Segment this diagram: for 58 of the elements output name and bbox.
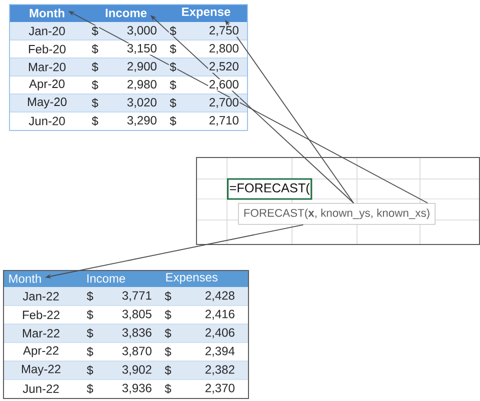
- table-cell: 2,394: [204, 346, 236, 358]
- table-cell: 2,900: [126, 61, 158, 73]
- table-cell: $: [164, 383, 172, 394]
- table-cell: 2,416: [204, 309, 236, 320]
- table-cell: $: [86, 383, 94, 394]
- table-cell: 2,700: [208, 97, 240, 109]
- table-cell: $: [86, 346, 94, 358]
- table-cell: 3,020: [126, 97, 158, 109]
- column-header: Income: [106, 8, 147, 18]
- table-cell: 2,980: [126, 79, 158, 91]
- table-cell: Jun-20: [28, 116, 66, 126]
- table-cell: Feb-20: [27, 44, 67, 54]
- table-cell: May-20: [26, 96, 68, 110]
- table-cell: Mar-20: [27, 62, 67, 72]
- spreadsheet-panel: [196, 157, 480, 245]
- table-cell: $: [164, 309, 172, 320]
- table-cell: 2,710: [208, 115, 240, 127]
- column-header: Income: [87, 274, 126, 283]
- table-cell: $: [90, 115, 100, 127]
- table-cell: Apr-22: [22, 346, 60, 358]
- column-header: Month: [30, 8, 64, 18]
- data-table: [9, 4, 248, 131]
- column-header: Expenses: [166, 273, 218, 284]
- table-cell: Jun-22: [22, 384, 60, 394]
- table-cell: $: [90, 79, 100, 91]
- table-cell: 3,290: [126, 115, 158, 127]
- table-cell: Apr-20: [28, 78, 66, 92]
- table-cell: 3,870: [121, 346, 153, 358]
- table-cell: Jan-22: [22, 291, 60, 302]
- tooltip: FORECAST(x, known_ys, known_xs): [238, 203, 436, 225]
- formula-cell: =FORECAST(: [227, 178, 312, 200]
- table-cell: 2,520: [208, 61, 240, 73]
- table-cell: $: [168, 115, 178, 127]
- table-cell: 2,406: [204, 328, 236, 339]
- table-cell: 3,150: [126, 43, 158, 55]
- table-cell: $: [168, 43, 178, 55]
- table-cell: 3,771: [121, 290, 153, 302]
- table-cell: 2,428: [204, 290, 236, 302]
- table-cell: 3,902: [121, 364, 153, 376]
- table-cell: May-22: [20, 364, 62, 376]
- table-cell: Mar-22: [21, 328, 61, 338]
- table-cell: $: [90, 43, 100, 55]
- table-cell: 3,805: [121, 309, 153, 320]
- table-cell: 2,800: [208, 43, 240, 55]
- table-cell: 2,382: [204, 364, 236, 376]
- table-cell: 3,000: [126, 25, 158, 37]
- table-cell: $: [86, 309, 94, 320]
- column-header: Month: [9, 274, 41, 283]
- table-cell: 2,750: [208, 25, 240, 37]
- data-table: [3, 270, 249, 399]
- table-cell: 3,836: [121, 328, 153, 339]
- table-cell: Feb-22: [21, 310, 61, 320]
- table-cell: 2,370: [204, 382, 236, 394]
- table-cell: 2,600: [208, 79, 240, 91]
- table-cell: $: [164, 346, 172, 358]
- table-cell: $: [168, 79, 178, 91]
- table-cell: 3,936: [121, 382, 153, 394]
- column-header: Expense: [182, 8, 230, 18]
